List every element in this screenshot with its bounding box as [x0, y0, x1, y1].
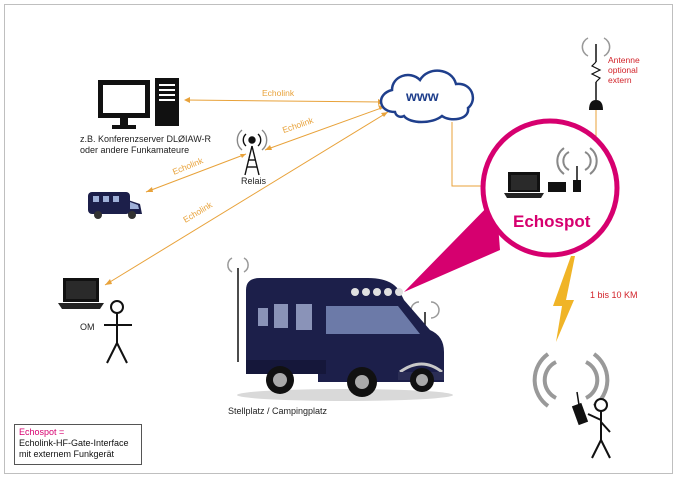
om-label: OM: [80, 322, 95, 332]
handheld-radio-icon: [532, 352, 610, 426]
stellplatz-label: Stellplatz / Campingplatz: [228, 406, 328, 416]
cloud-icon: [379, 69, 475, 124]
legend-line1: Echolink-HF-Gate-Interface: [19, 438, 129, 448]
diagram-frame: [4, 4, 673, 474]
legend-title: Echospot =: [19, 427, 65, 437]
laptop-icon: [58, 278, 104, 309]
server-label-line2: oder andere Funkamateure: [80, 145, 190, 155]
person-icon: [104, 300, 132, 364]
callout-wedge: [404, 198, 500, 292]
echospot-laptop-icon: [504, 172, 544, 198]
desktop-computer-icon: [98, 78, 179, 129]
legend-line2: mit externem Funkgerät: [19, 449, 115, 459]
legend-box: Echospot = Echolink-HF-Gate-Interface mi…: [14, 424, 142, 465]
camper-van-large-icon: [227, 257, 453, 401]
antenna-icon: [581, 37, 611, 110]
relais-label: Relais: [241, 176, 267, 186]
line-relais: [264, 106, 385, 151]
interface-box: [548, 182, 566, 192]
line-om: [104, 111, 389, 286]
radio-tower-icon: [236, 129, 268, 176]
echospot-label: Echospot: [513, 212, 591, 231]
server-label-line1: z.B. Konferenzserver DLØIAW-R: [80, 134, 212, 144]
line-mobile: [145, 153, 247, 193]
radio-antenna-icon: [556, 147, 598, 192]
arrowheads: [105, 97, 388, 285]
lightning-icon: [553, 256, 575, 342]
antenna-label-line2: optional: [608, 65, 638, 75]
cloud-label: www: [406, 88, 439, 104]
camper-van-icon: [88, 192, 142, 219]
line-server: [184, 99, 385, 103]
antenna-label-line1: Antenne: [608, 55, 640, 65]
echolink-label-server: Echolink: [262, 88, 295, 98]
radio-person-icon: [587, 398, 611, 459]
antenna-label-line3: extern: [608, 75, 632, 85]
range-label: 1 bis 10 KM: [590, 290, 638, 300]
